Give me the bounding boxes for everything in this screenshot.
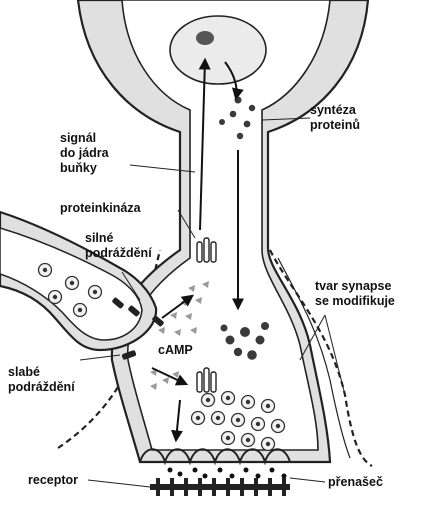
label-synapse-shape-2: se modifikuje bbox=[315, 294, 395, 308]
label-camp: cAMP bbox=[158, 343, 193, 357]
label-transmitter: přenašeč bbox=[328, 475, 383, 489]
cell-nucleus bbox=[169, 15, 267, 85]
label-weak-stimulus-1: slabé bbox=[8, 365, 40, 379]
label-signal-3: buňky bbox=[60, 161, 97, 175]
neuron-body-inner bbox=[121, 0, 331, 451]
label-signal-1: signál bbox=[60, 131, 96, 145]
label-weak-stimulus-2: podráždění bbox=[8, 380, 75, 394]
receptor-channels bbox=[112, 297, 164, 360]
signal-arrows bbox=[151, 57, 244, 443]
modified-synapse-outline-inner bbox=[277, 257, 351, 459]
nucleolus bbox=[196, 31, 214, 45]
protein-kinase-upper bbox=[196, 237, 217, 263]
modified-synapse-outline bbox=[57, 249, 373, 467]
protein-kinase-lower bbox=[196, 367, 217, 393]
label-protein-synthesis-2: proteinů bbox=[310, 118, 360, 132]
pointer-lines bbox=[79, 117, 346, 488]
label-protein-kinase: proteinkináza bbox=[60, 201, 142, 215]
label-strong-stimulus-2: podráždění bbox=[85, 246, 152, 260]
label-signal-2: do jádra bbox=[60, 146, 110, 160]
label-synapse-shape-1: tvar synapse bbox=[315, 279, 391, 293]
transmitter-dots bbox=[167, 467, 287, 479]
label-strong-stimulus-1: silné bbox=[85, 231, 114, 245]
label-protein-synthesis-1: syntéza bbox=[310, 103, 357, 117]
label-receptor: receptor bbox=[28, 473, 78, 487]
synaptic-cleft-membrane bbox=[139, 448, 291, 466]
receptor-strip bbox=[150, 478, 290, 496]
